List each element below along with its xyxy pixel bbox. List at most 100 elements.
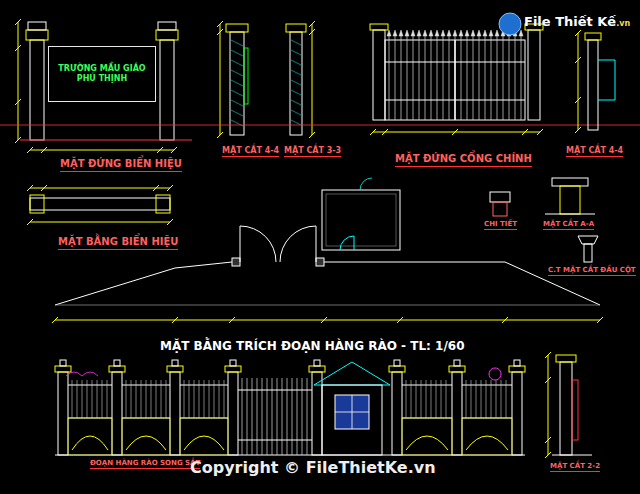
logo-text: .vn [616,19,630,28]
post-cap [225,366,241,372]
dimension-tick [309,132,315,138]
fence-post [112,372,122,455]
fence-section [572,380,578,440]
dimension-tick [597,317,603,323]
dimension-tick [537,129,543,135]
post-section [560,362,572,455]
fence-plinth [402,418,452,455]
column-shaft [584,244,592,262]
gate-bar [467,36,468,120]
dimension-tick [153,185,159,191]
column-plan [30,195,44,213]
hatch-line [291,110,301,115]
fence-bar [184,380,185,418]
post-finial [394,360,400,366]
dimension-tick [397,317,403,323]
dimension-line [55,320,600,321]
column-plan [156,195,170,213]
gate-leaf-joint [454,40,456,120]
fence-bar [107,380,108,418]
spear-tip [489,30,493,36]
watermark: Copyright © FileThietKe.vn [190,459,436,477]
hatch-line [291,120,301,125]
gate-pillar [316,258,324,266]
hatch-line [231,60,243,66]
gate-swing [280,226,316,262]
hatch-line [291,50,301,55]
fence-bar [92,380,93,418]
plinth-arch [406,436,448,450]
bracket [598,60,615,100]
post-cap [309,366,325,372]
detail-title: CHI TIẾT [484,220,517,230]
gate-bar [461,36,462,120]
hatch-line [291,100,301,105]
fence-post [170,372,180,455]
dimension-tick [27,147,33,153]
dimension-tick [171,147,177,153]
detail-title: MẶT CẮT A-A [543,220,594,230]
spear-tip [417,30,421,36]
section-cap [552,178,588,186]
dimension-tick [167,185,173,191]
fence-bar [166,380,167,418]
dimension-line [30,188,170,189]
fence-bar [161,380,162,418]
fence-bar [471,380,472,418]
view-title: MẶT CẮT 2-2 [550,462,600,472]
spear-tip [423,30,427,36]
fence-bar [77,380,78,418]
fence-bar [406,380,407,418]
dimension-tick [15,45,21,51]
post-cap [286,24,306,32]
dimension-tick [309,21,315,27]
fence-bar [194,380,195,418]
dimension-tick [575,97,581,103]
guardhouse-window [335,395,369,429]
dimension-tick [545,452,551,458]
spear-tip [483,30,487,36]
fence-bar [446,380,447,418]
gate-bar [413,36,414,120]
logo: File Thiết Kế.vn [524,14,630,29]
fence-bar [156,380,157,418]
view-title: MẶT ĐỨNG CỔNG CHÍNH [395,153,532,167]
gate-post [373,30,385,120]
dimension-tick [172,317,178,323]
sign-panel-section [244,48,248,104]
hatch-line [291,60,301,65]
column-cap [156,30,178,40]
dimension-tick [452,129,458,135]
fence-bar [491,380,492,418]
fence-bar [136,380,137,418]
hatch-line [291,70,301,75]
gate-bar [473,36,474,120]
fence-post [228,372,238,455]
logo-icon [499,13,521,35]
fence-bar [426,380,427,418]
dimension-tick [52,317,58,323]
spear-tip [441,30,445,36]
post-finial [314,360,320,366]
post-cap [389,366,405,372]
ground-line [20,140,192,141]
plan-title: MẶT BẰNG TRÍCH ĐOẠN HÀNG RÀO - TL: 1/60 [160,340,464,354]
fence-bar [431,380,432,418]
hatch-line [231,90,243,96]
fence-bar [151,380,152,418]
hatch-line [231,50,243,56]
gate-bar [479,36,480,120]
door-swing [340,236,354,250]
fence-bar [82,380,83,418]
fence-plinth [180,418,228,455]
view-title: MẶT CẮT 4-4 [222,146,279,157]
post-cap [556,355,576,362]
post-finial [114,360,120,366]
spear-tip [495,30,499,36]
fence-post [392,372,402,455]
fence-bar [199,380,200,418]
dimension-tick [41,147,47,153]
gate-bar [443,36,444,120]
